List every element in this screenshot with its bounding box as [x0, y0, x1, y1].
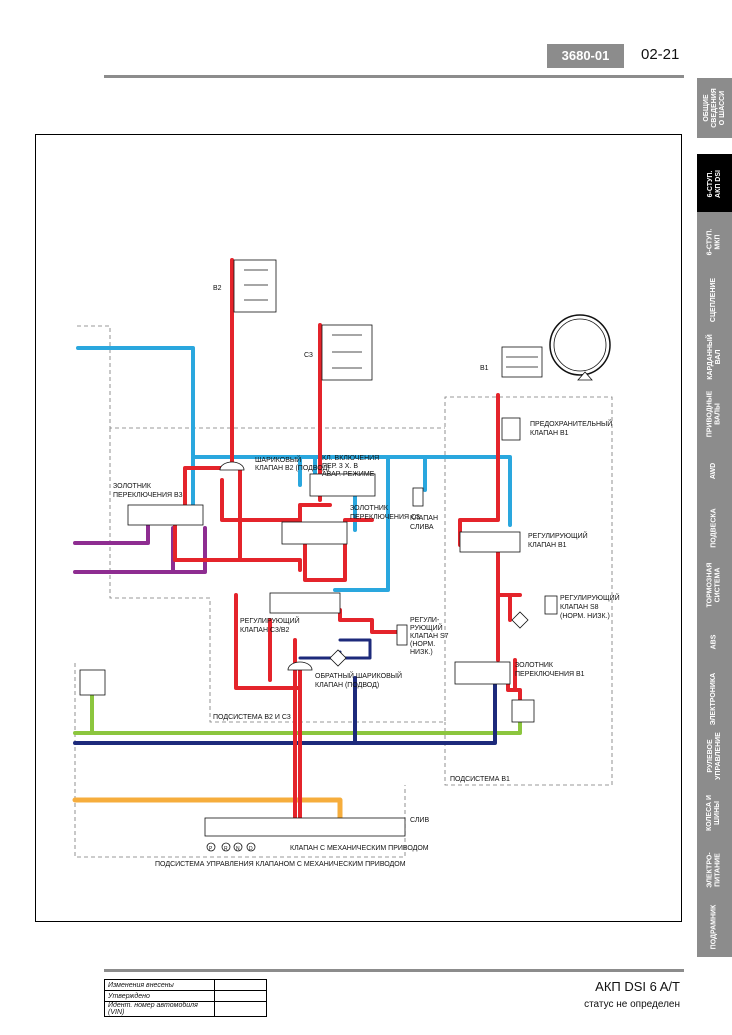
revision-table: Изменения внесены Утверждено Идент. номе…	[104, 979, 267, 1017]
label-check-ball-2: КЛАПАН (ПОДВОД)	[315, 682, 379, 689]
tab-brakes[interactable]: ТОРМОЗНАЯ СИСТЕМА	[697, 555, 732, 615]
label-zol-b1: ЗОЛОТНИК	[515, 662, 554, 669]
reg-valve-c3b2	[269, 592, 341, 614]
label-sub-b2c3: ПОДСИСТЕМА B2 И C3	[213, 714, 291, 721]
line-navy	[73, 676, 497, 745]
tab-subframe[interactable]: ПОДРАМНИК	[697, 897, 732, 957]
label-reg-b1-2: КЛАПАН B1	[528, 542, 567, 549]
safety-valve-b1	[501, 417, 521, 441]
tab-6at-dsi[interactable]: 6-СТУП. АКП DSI	[697, 154, 732, 214]
label-c3: C3	[304, 352, 313, 359]
filter-s8	[511, 611, 529, 629]
check-ball-valve	[287, 661, 313, 671]
label-zol-b3: ЗОЛОТНИК	[113, 483, 152, 490]
label-ball-b2-2: КЛАПАН B2 (ПОДВОД)	[255, 465, 330, 472]
filter-center	[329, 649, 347, 667]
label-b1: B1	[480, 365, 489, 372]
pos-r	[221, 842, 231, 852]
label-reg-s8-2: КЛАПАН S8	[560, 604, 599, 611]
tab-6mt[interactable]: 6-СТУП. МКП	[697, 212, 732, 272]
label-kl-vkl-3: АВАР. РЕЖИМЕ	[322, 471, 375, 478]
manual-valve	[204, 817, 406, 837]
line-orange	[72, 797, 343, 823]
tab-wheels-tires[interactable]: КОЛЕСА И ШИНЫ	[697, 783, 732, 843]
tab-awd[interactable]: AWD	[697, 441, 732, 501]
label-zol-c3: ЗОЛОТНИК	[350, 505, 389, 512]
filter-left	[79, 669, 106, 696]
line-green	[73, 693, 522, 735]
doc-status: статус не определен	[584, 999, 680, 1010]
tab-clutch[interactable]: СЦЕПЛЕНИЕ	[697, 270, 732, 330]
spool-b3	[127, 504, 204, 526]
spool-c3	[281, 521, 348, 545]
filter-b1	[511, 699, 535, 723]
label-reg-s8: РЕГУЛИРУЮЩИЙ	[560, 593, 620, 602]
label-reg-s7-3: КЛАПАН S7	[410, 633, 449, 640]
line-blue	[76, 346, 512, 592]
reg-valve-b1	[459, 531, 521, 553]
line-purple	[73, 520, 207, 574]
approved-row: Утверждено	[104, 990, 215, 1002]
clutch-b2	[233, 259, 277, 313]
tab-electronics[interactable]: ЭЛЕКТРОНИКА	[697, 669, 732, 729]
clutch-b1	[501, 314, 611, 381]
label-kl-vkl: КЛ. ВКЛЮЧЕНИЯ	[322, 455, 379, 462]
label-manual-valve: КЛАПАН С МЕХАНИЧЕСКИМ ПРИВОДОМ	[290, 845, 429, 852]
label-drain-2: СЛИВА	[410, 524, 434, 531]
footer-rule	[104, 969, 684, 972]
pos-p	[206, 842, 216, 852]
label-p: P	[209, 846, 213, 852]
label-zol-c3-2: ПЕРЕКЛЮЧЕНИЯ C3	[350, 514, 420, 521]
label-reg-c3b2-2: КЛАПАН C3/B2	[240, 627, 290, 634]
vin-row: Идент. номер автомобиля (VIN)	[104, 1001, 215, 1017]
label-zol-b1-2: ПЕРЕКЛЮЧЕНИЯ B1	[515, 671, 585, 678]
drain-valve	[412, 487, 424, 507]
tab-driveshafts[interactable]: ПРИВОДНЫЕ ВАЛЫ	[697, 384, 732, 444]
label-sub-manual: ПОДСИСТЕМА УПРАВЛЕНИЯ КЛАПАНОМ С МЕХАНИЧ…	[155, 861, 406, 868]
page-number: 02-21	[641, 46, 680, 63]
label-reg-c3b2: РЕГУЛИРУЮЩИЙ	[240, 616, 300, 625]
label-ball-b2: ШАРИКОВЫЙ	[255, 455, 301, 464]
label-sub-b1: ПОДСИСТЕМА B1	[450, 776, 510, 783]
solenoid-s8	[544, 595, 558, 615]
label-d: D	[249, 846, 253, 852]
label-drain: КЛАПАН	[410, 515, 438, 522]
label-reg-s7: РЕГУЛИ-	[410, 617, 440, 624]
section-code: 3680-01	[547, 44, 624, 68]
label-reg-s7-2: РУЮЩИЙ	[410, 623, 443, 632]
label-n: N	[236, 846, 240, 852]
tab-chassis-general[interactable]: ОБЩИЕ СВЕДЕНИЯ О ШАССИ	[697, 78, 732, 138]
label-safety-b1-2: КЛАПАН B1	[530, 430, 569, 437]
tab-steering[interactable]: РУЛЕВОЕ УПРАВЛЕНИЕ	[697, 726, 732, 786]
label-reg-b1: РЕГУЛИРУЮЩИЙ	[528, 531, 588, 540]
pos-n	[233, 842, 243, 852]
label-kl-vkl-2: ПЕР. 3 Х. В	[322, 463, 358, 470]
label-safety-b1: ПРЕДОХРАНИТЕЛЬНЫЙ	[530, 419, 612, 428]
label-check-ball: ОБРАТНЫЙ ШАРИКОВЫЙ	[315, 671, 402, 680]
header-rule	[104, 75, 684, 78]
label-zol-b3-2: ПЕРЕКЛЮЧЕНИЯ B3	[113, 492, 183, 499]
label-reg-s8-3: (НОРМ. НИЗК.)	[560, 613, 610, 620]
label-b2: B2	[213, 285, 222, 292]
label-reg-s7-5: НИЗК.)	[410, 649, 433, 656]
pos-d	[246, 842, 256, 852]
spool-b1	[454, 661, 511, 685]
label-drain-out: СЛИВ	[410, 817, 429, 824]
tab-power-supply[interactable]: ЭЛЕКТРО- ПИТАНИЕ	[697, 840, 732, 900]
tab-abs[interactable]: ABS	[697, 612, 732, 672]
tab-propshaft[interactable]: КАРДАННЫЙ ВАЛ	[697, 327, 732, 387]
label-reg-s7-4: (НОРМ.	[410, 641, 435, 648]
solenoid-s7	[396, 624, 408, 646]
doc-title: АКП DSI 6 A/T	[595, 979, 680, 994]
clutch-c3	[321, 324, 373, 381]
label-r: R	[224, 846, 228, 852]
revision-row: Изменения внесены	[104, 979, 215, 991]
diagram-frame	[35, 134, 682, 922]
spool-3rd-gear	[309, 473, 376, 497]
ball-valve-b2	[219, 461, 245, 471]
tab-suspension[interactable]: ПОДВЕСКА	[697, 498, 732, 558]
